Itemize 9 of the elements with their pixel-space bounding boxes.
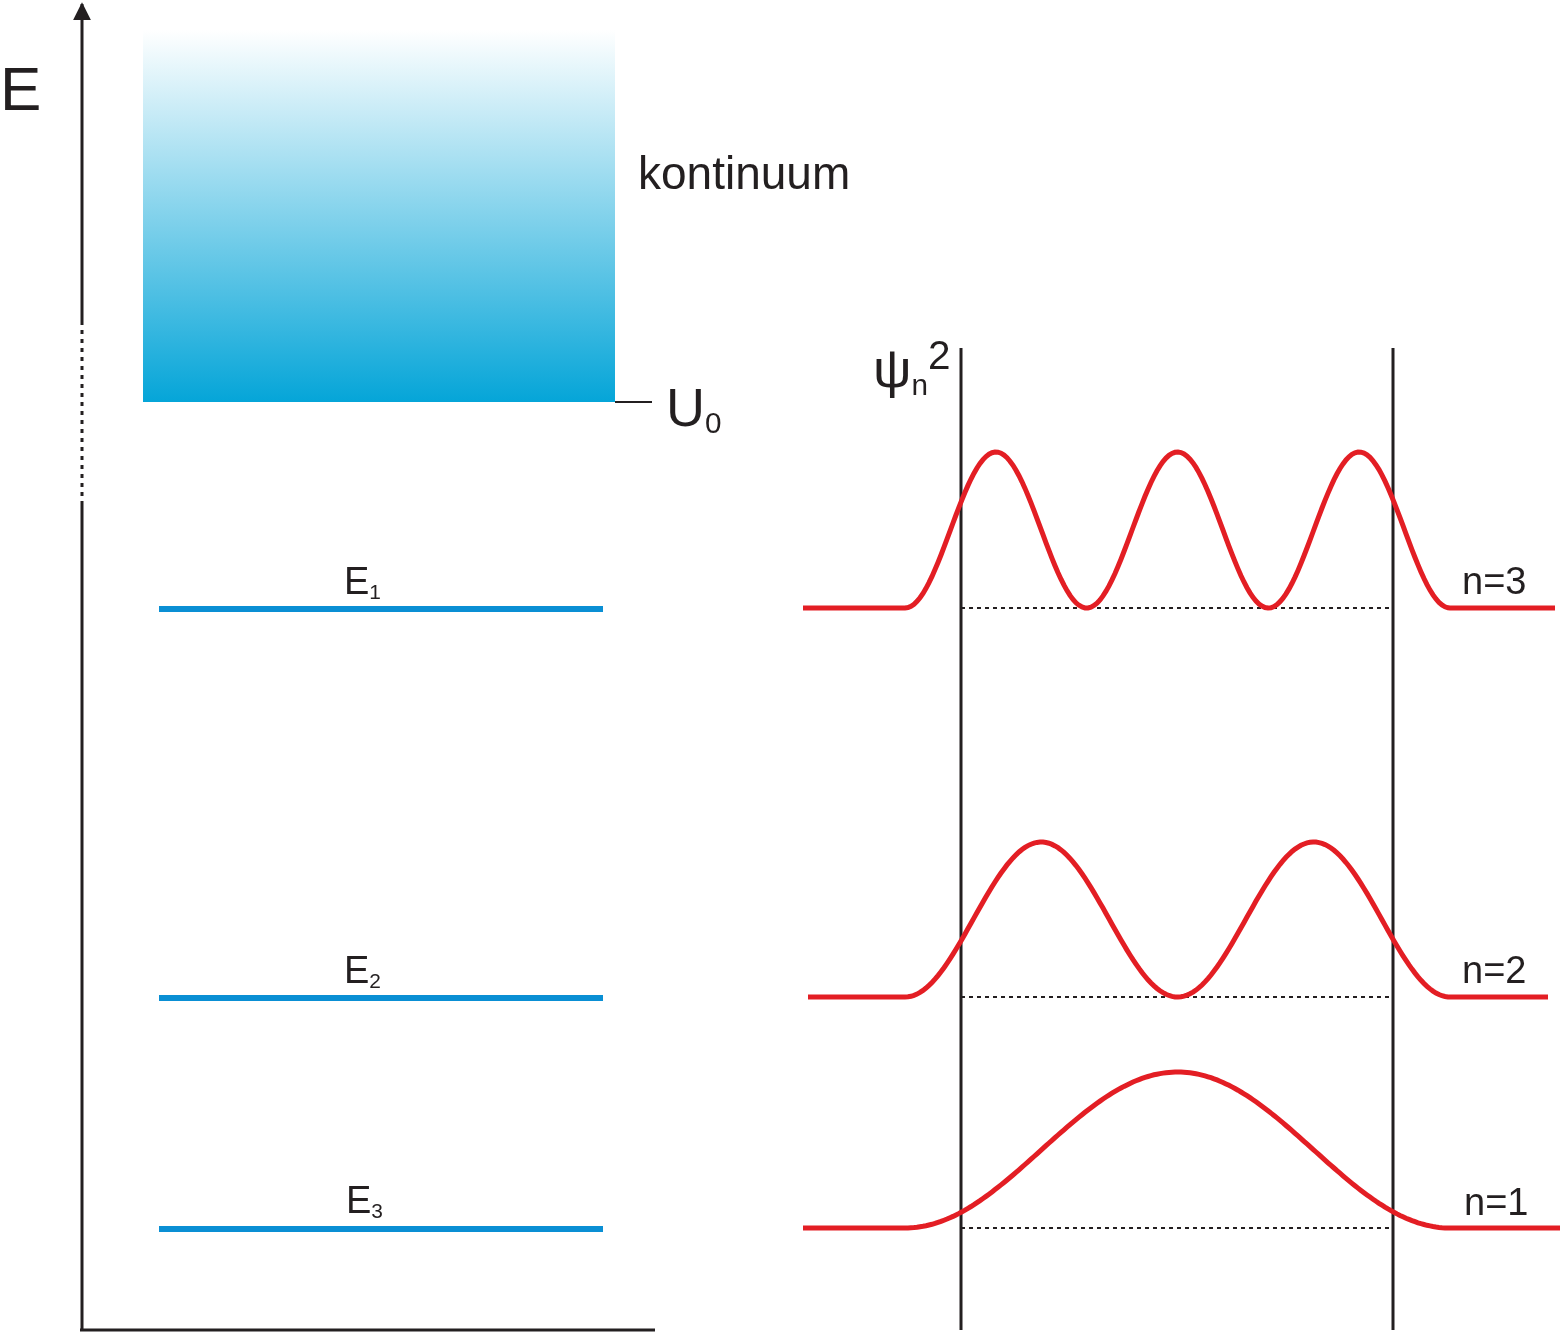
level-label: E$_{1}$ <box>344 562 381 604</box>
state-label: n=1 <box>1464 1183 1529 1221</box>
axis-label: E <box>0 58 42 120</box>
level-label: E$_{2}$ <box>344 951 381 993</box>
potential-label: U$_{0}$ <box>666 380 722 439</box>
level-label: E$_{3}$ <box>346 1181 383 1223</box>
state-label: n=2 <box>1462 951 1527 989</box>
region-label: kontinuum <box>638 150 851 196</box>
state-label: n=3 <box>1462 562 1527 600</box>
